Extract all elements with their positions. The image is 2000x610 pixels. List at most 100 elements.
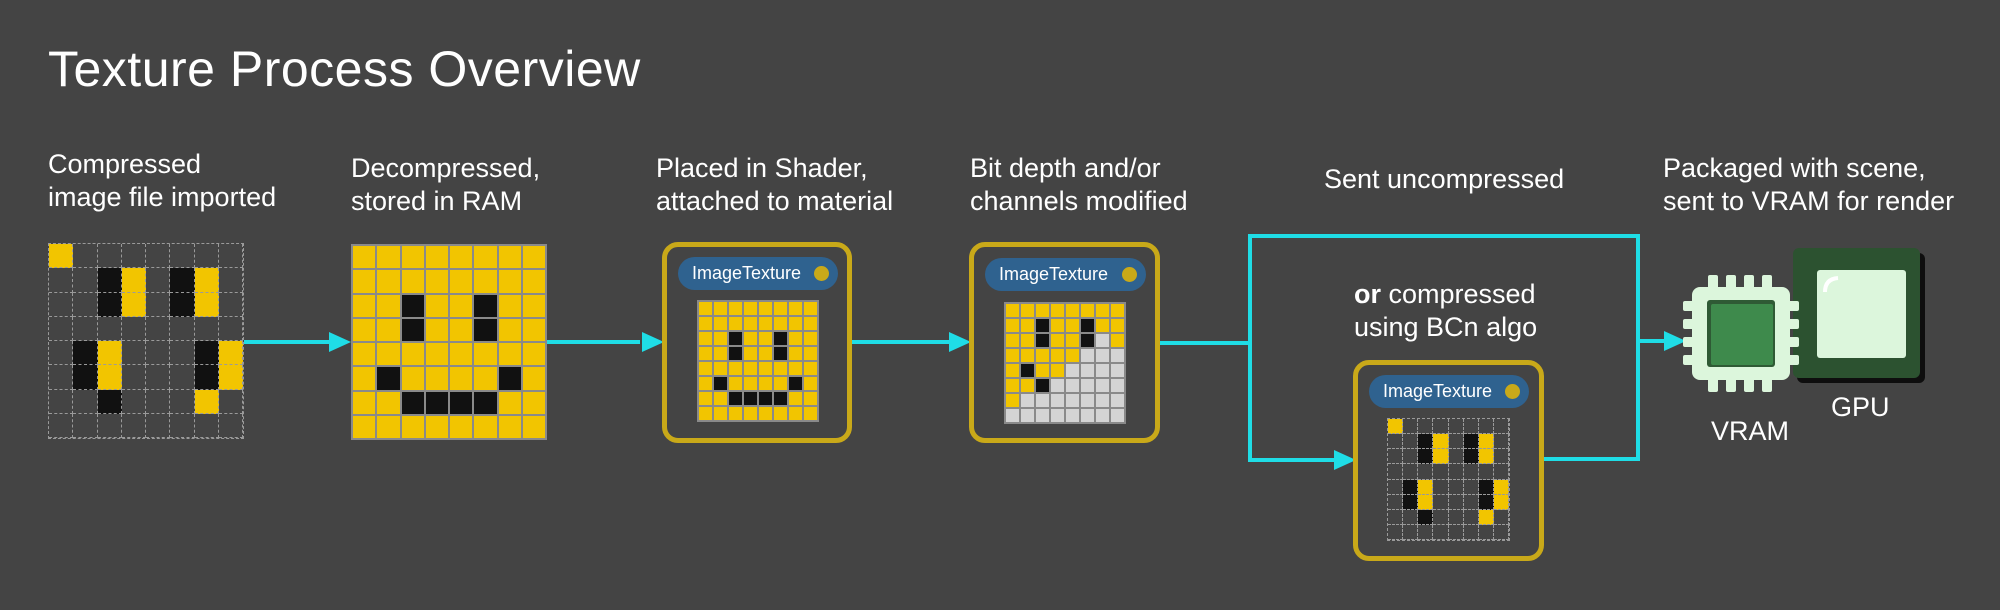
pixel-cell <box>774 407 787 420</box>
pixel-cell <box>474 246 497 269</box>
pixel-cell <box>1433 449 1449 465</box>
pixel-cell <box>1066 394 1079 407</box>
pixel-cell <box>194 292 219 317</box>
pixel-cell <box>1096 394 1109 407</box>
pixel-cell <box>759 317 772 330</box>
pixel-cell <box>1403 479 1419 495</box>
pixel-cell <box>121 341 146 366</box>
pixel-cell <box>759 377 772 390</box>
socket-dot-icon <box>814 266 829 281</box>
socket-dot-icon <box>1122 267 1137 282</box>
pixel-cell <box>1066 409 1079 422</box>
pixel-cell <box>49 244 74 269</box>
pixel-cell <box>744 407 757 420</box>
pixel-cell <box>97 341 122 366</box>
pixel-cell <box>522 367 545 390</box>
pixel-cell <box>498 270 521 293</box>
pixel-grid-shader <box>697 300 819 422</box>
vram-label: VRAM <box>1711 416 1790 446</box>
image-texture-node[interactable]: ImageTexture <box>1369 375 1529 408</box>
pixel-cell <box>1021 334 1034 347</box>
pixel-cell <box>1403 494 1419 510</box>
pixel-cell <box>1463 509 1479 525</box>
pixel-cell <box>353 246 376 269</box>
pixel-cell <box>1081 364 1094 377</box>
pixel-cell <box>1051 304 1064 317</box>
pixel-cell <box>1418 524 1434 540</box>
pixel-cell <box>774 392 787 405</box>
pixel-cell <box>1433 419 1449 435</box>
pixel-cell <box>729 362 742 375</box>
pixel-cell <box>744 317 757 330</box>
pixel-cell <box>1388 464 1404 480</box>
pixel-cell <box>97 413 122 438</box>
pixel-cell <box>789 407 802 420</box>
pixel-cell <box>1006 379 1019 392</box>
pixel-cell <box>522 246 545 269</box>
pixel-cell <box>73 389 98 414</box>
pixel-cell <box>377 318 400 341</box>
pixel-cell <box>450 343 473 366</box>
pixel-cell <box>146 365 171 390</box>
pixel-cell <box>1403 509 1419 525</box>
pixel-cell <box>1111 304 1124 317</box>
pixel-cell <box>170 268 195 293</box>
pixel-cell <box>1388 479 1404 495</box>
pixel-cell <box>1111 379 1124 392</box>
pixel-cell <box>73 292 98 317</box>
pixel-cell <box>804 377 817 390</box>
pixel-cell <box>789 362 802 375</box>
pixel-grid-modified <box>1004 302 1126 424</box>
pixel-cell <box>1096 409 1109 422</box>
pixel-cell <box>1006 334 1019 347</box>
modified-node-frame[interactable]: ImageTexture <box>969 242 1160 443</box>
pixel-cell <box>1081 349 1094 362</box>
stage-label-ram: Decompressed,stored in RAM <box>351 153 541 216</box>
pixel-cell <box>218 316 243 341</box>
pixel-cell <box>1036 334 1049 347</box>
pixel-grid-compressed <box>48 243 244 439</box>
pixel-cell <box>1463 464 1479 480</box>
pixel-cell <box>1403 464 1419 480</box>
pixel-cell <box>425 343 448 366</box>
hardware-illustration <box>1683 248 1925 392</box>
pixel-cell <box>714 317 727 330</box>
pixel-cell <box>450 270 473 293</box>
pixel-cell <box>729 377 742 390</box>
image-texture-node[interactable]: ImageTexture <box>985 258 1146 291</box>
pixel-cell <box>425 367 448 390</box>
pixel-cell <box>1081 409 1094 422</box>
pixel-cell <box>1111 409 1124 422</box>
pixel-cell <box>1021 409 1034 422</box>
pixel-cell <box>1478 479 1494 495</box>
pixel-cell <box>450 318 473 341</box>
image-texture-node[interactable]: ImageTexture <box>678 257 838 290</box>
pixel-cell <box>1006 409 1019 422</box>
pixel-cell <box>744 392 757 405</box>
pixel-cell <box>121 244 146 269</box>
pixel-cell <box>714 377 727 390</box>
pixel-cell <box>1081 394 1094 407</box>
shader-node-frame[interactable]: ImageTexture <box>662 242 852 443</box>
compressed-node-frame[interactable]: ImageTexture <box>1353 360 1544 561</box>
pixel-cell <box>49 365 74 390</box>
pixel-cell <box>498 415 521 438</box>
pixel-cell <box>353 391 376 414</box>
pixel-cell <box>194 413 219 438</box>
pixel-cell <box>1066 349 1079 362</box>
pixel-cell <box>1066 364 1079 377</box>
pixel-cell <box>498 343 521 366</box>
pixel-cell <box>1021 304 1034 317</box>
pixel-cell <box>97 365 122 390</box>
pixel-cell <box>1111 394 1124 407</box>
pixel-cell <box>1051 364 1064 377</box>
pixel-cell <box>377 270 400 293</box>
pixel-cell <box>522 343 545 366</box>
pixel-cell <box>73 413 98 438</box>
pixel-cell <box>425 246 448 269</box>
pixel-cell <box>146 316 171 341</box>
pixel-cell <box>1448 449 1464 465</box>
pixel-cell <box>804 332 817 345</box>
pixel-cell <box>218 365 243 390</box>
